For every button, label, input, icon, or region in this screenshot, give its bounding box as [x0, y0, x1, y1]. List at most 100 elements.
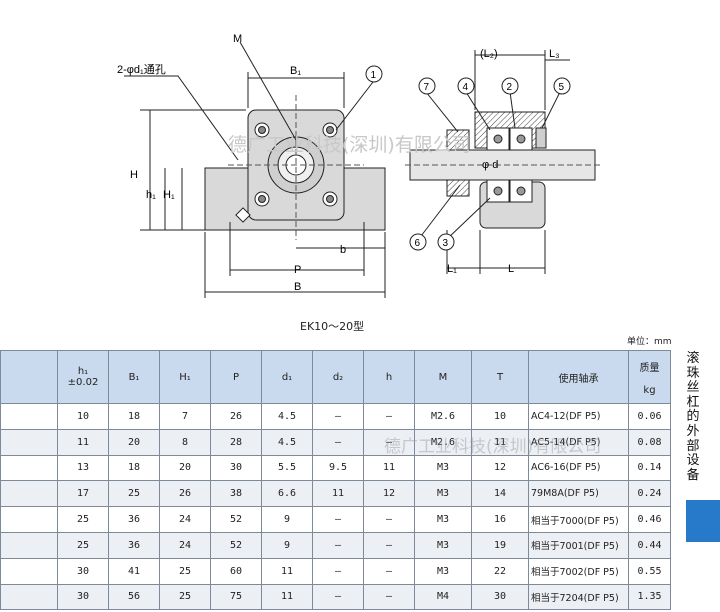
callout-6: 6 — [409, 233, 427, 251]
table-cell: 0.06 — [628, 403, 671, 430]
table-cell: 24 — [159, 531, 211, 559]
table-cell: 14 — [471, 480, 529, 508]
table-cell: — — [363, 531, 415, 559]
table-cell: M3 — [414, 480, 472, 508]
front-view — [124, 41, 386, 298]
table-cell: 20 — [159, 454, 211, 482]
table-cell: — — [312, 557, 364, 585]
header-h1-line1: h₁ — [77, 366, 89, 377]
table-cell: M4 — [414, 583, 472, 611]
table-cell: 相当于7002(DF P5) — [528, 557, 629, 585]
header-cell-P: P — [210, 350, 262, 404]
table-cell: 52 — [210, 506, 262, 533]
table-cell: 20 — [108, 428, 160, 456]
table-cell: 9 — [261, 506, 313, 533]
callout-3: 3 — [437, 233, 455, 251]
table-cell: 30 — [471, 583, 529, 611]
table-cell: 0.46 — [628, 506, 671, 533]
callout-1-label: 1 — [371, 70, 377, 81]
table-cell: 30 — [210, 454, 262, 482]
table-row: 11 20 8 28 4.5 — — M2.6 11 AC5-14(DF P5)… — [0, 428, 671, 456]
table-cell: — — [312, 428, 364, 456]
table-cell: 0.55 — [628, 557, 671, 585]
table-cell: 52 — [210, 531, 262, 559]
table-cell: 相当于7001(DF P5) — [528, 531, 629, 559]
callout-5-label: 5 — [559, 82, 565, 93]
table-cell: 9.5 — [312, 454, 364, 482]
table-cell: 26 — [159, 480, 211, 508]
header-cell-h: h — [363, 350, 415, 404]
table-row: 25 36 24 52 9 — — M3 16 相当于7000(DF P5) 0… — [0, 506, 671, 533]
table-cell: 41 — [108, 557, 160, 585]
table-cell: 25 — [159, 557, 211, 585]
callout-7-label: 7 — [424, 82, 430, 93]
callout-7: 7 — [418, 77, 436, 95]
table-cell: 38 — [210, 480, 262, 508]
callout-6-label: 6 — [415, 238, 421, 249]
label-L2: (L₂) — [480, 48, 498, 60]
callout-3-label: 3 — [443, 238, 449, 249]
table-cell: 19 — [471, 531, 529, 559]
table-row: 30 41 25 60 11 — — M3 22 相当于7002(DF P5) … — [0, 557, 671, 585]
table-cell: 25 — [159, 583, 211, 611]
header-mass-line2: kg — [643, 384, 656, 396]
table-cell: AC6-16(DF P5) — [528, 454, 629, 482]
table-cell: 36 — [108, 531, 160, 559]
header-cell-M: M — [414, 350, 472, 404]
table-cell: 12 — [471, 454, 529, 482]
table-cell: M2.6 — [414, 428, 472, 456]
table-cell — [0, 506, 58, 533]
table-cell: 24 — [159, 506, 211, 533]
table-cell: 30 — [57, 557, 109, 585]
table-cell: 0.14 — [628, 454, 671, 482]
table-cell: 36 — [108, 506, 160, 533]
table-cell — [0, 454, 58, 482]
sidebar-accent-block — [686, 500, 720, 542]
table-cell: 7 — [159, 403, 211, 430]
header-mass-line1: 质量 — [639, 362, 660, 374]
table-cell: 5.5 — [261, 454, 313, 482]
table-cell — [0, 403, 58, 430]
label-phi-d: φ d — [482, 159, 498, 171]
side-view — [405, 50, 600, 274]
table-cell: — — [312, 531, 364, 559]
table-cell: — — [363, 557, 415, 585]
table-cell — [0, 480, 58, 508]
header-cell-h1: h₁±0.02 — [57, 350, 109, 404]
table-cell: 11 — [261, 583, 313, 611]
table-row: 13 18 20 30 5.5 9.5 11 M3 12 AC6-16(DF P… — [0, 454, 671, 482]
header-cell-T: T — [471, 350, 529, 404]
table-cell: 25 — [57, 531, 109, 559]
table-cell — [0, 583, 58, 611]
table-cell: — — [363, 583, 415, 611]
table-row: 17 25 26 38 6.6 11 12 M3 14 79M8A(DF P5)… — [0, 480, 671, 508]
label-B1: B₁ — [290, 65, 301, 77]
table-row: 30 56 25 75 11 — — M4 30 相当于7204(DF P5) … — [0, 583, 671, 611]
label-hole: 2-φd₁通孔 — [117, 63, 166, 76]
bolt-heads — [254, 122, 338, 207]
table-cell: M2.6 — [414, 403, 472, 430]
label-b: b — [340, 244, 346, 256]
header-cell-blank — [0, 350, 58, 404]
table-cell: 25 — [57, 506, 109, 533]
table-row: 25 36 24 52 9 — — M3 19 相当于7001(DF P5) 0… — [0, 531, 671, 559]
table-cell: 11 — [57, 428, 109, 456]
header-cell-B1: B₁ — [108, 350, 160, 404]
label-L3: L₃ — [549, 48, 560, 60]
table-cell: 16 — [471, 506, 529, 533]
callout-1: 1 — [365, 65, 383, 83]
table-cell: M3 — [414, 454, 472, 482]
table-cell: 17 — [57, 480, 109, 508]
header-cell-d1: d₁ — [261, 350, 313, 404]
header-cell-d2: d₂ — [312, 350, 364, 404]
table-cell: 10 — [471, 403, 529, 430]
header-h1-line2: ±0.02 — [67, 377, 99, 388]
label-P: P — [294, 264, 301, 276]
table-cell: 11 — [312, 480, 364, 508]
table-cell: 11 — [363, 454, 415, 482]
label-h1: h₁ — [146, 189, 156, 201]
callout-4: 4 — [457, 77, 475, 95]
table-cell: 26 — [210, 403, 262, 430]
table-cell: 0.24 — [628, 480, 671, 508]
